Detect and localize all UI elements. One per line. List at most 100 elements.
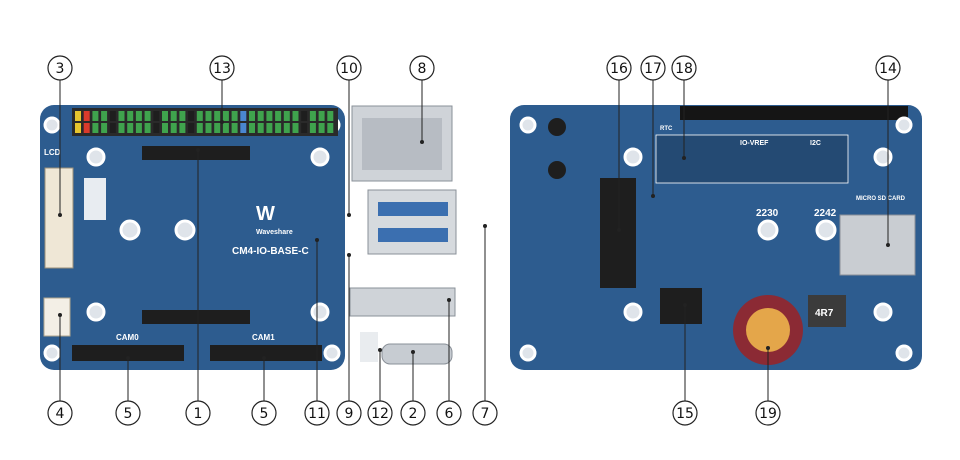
hdmi0-label: HDMI0 [412, 273, 437, 282]
capacitor-2 [548, 161, 566, 179]
gpio-pin [92, 111, 99, 121]
gpio-pin [249, 111, 255, 121]
callout-leader-dot [58, 213, 62, 217]
callout-number: 2 [409, 406, 418, 422]
callout-leaders [59, 80, 889, 401]
callout-leader-dot [126, 356, 130, 360]
usb-c-port [381, 343, 453, 365]
callout-circle [875, 55, 901, 81]
callout-number: 7 [481, 406, 490, 422]
i2c-label: I2C [810, 140, 821, 147]
gpio-pin [144, 111, 151, 121]
gpio-pin [83, 123, 90, 133]
callout-number: 1 [194, 406, 203, 422]
model-label: CM4-IO-BASE-C [232, 246, 309, 257]
gpio-pin [205, 123, 212, 133]
callout-circle [336, 55, 362, 81]
gpio-pin [127, 123, 134, 133]
callout-leader-dot [196, 148, 200, 152]
cm4-connector-top [142, 146, 250, 160]
gpio-pin [118, 123, 125, 133]
size-2230-label: 2230 [756, 208, 779, 219]
gpio-pin [240, 123, 247, 133]
micro-sd-slot [839, 214, 916, 276]
callout-number: 18 [675, 61, 693, 77]
gpio-pin [170, 111, 177, 121]
fan-connector [43, 297, 71, 337]
gpio-pin [188, 123, 195, 133]
gpio-pin [283, 123, 290, 133]
callout-leader-dot [262, 356, 266, 360]
gpio-pin [196, 111, 203, 121]
gpio-pin [179, 111, 186, 121]
gpio-pin [275, 123, 282, 133]
callout-number: 9 [345, 406, 354, 422]
callout-number: 11 [308, 406, 326, 422]
m2-slot [600, 178, 636, 288]
mounting-holes-front [43, 116, 341, 362]
usb-label: USB [420, 333, 437, 342]
gpio-pin [301, 111, 308, 121]
gpio-pin [301, 123, 308, 133]
gpio-pin [109, 123, 116, 133]
hdmi-port [349, 287, 456, 317]
callout-circle [367, 400, 393, 426]
callout-leader-dot [58, 313, 62, 317]
gpio-pin [214, 123, 221, 133]
gpio-pin [249, 123, 255, 133]
cam1-label: CAM1 [252, 333, 275, 342]
gpio-pin [92, 123, 99, 133]
inductor [808, 295, 846, 327]
callout-number: 4 [56, 406, 65, 422]
callout-circle [672, 400, 698, 426]
cam0-label: CAM0 [116, 333, 139, 342]
callout-circle [472, 400, 498, 426]
lcd-connector [44, 167, 74, 269]
boot-label: BOOT [380, 331, 398, 337]
callout-circle [400, 400, 426, 426]
callout-circle [209, 55, 235, 81]
mounting-holes-back [519, 116, 913, 362]
size-2242-label: 2242 [814, 208, 837, 219]
rtc-battery-contact [746, 308, 790, 352]
callout-number: 10 [340, 61, 358, 77]
callout-circle [304, 400, 330, 426]
gpio-pin [162, 123, 168, 133]
gpio-pin [292, 123, 299, 133]
gpio-pin [327, 111, 334, 121]
gpio-pin [162, 111, 168, 121]
callout-number: 5 [260, 406, 269, 422]
gpio-pin [101, 111, 108, 121]
gpio-pin [188, 111, 195, 121]
gpio-pin [144, 123, 151, 133]
callout-leader-dot [886, 243, 890, 247]
gpio-pin [283, 111, 290, 121]
callout-circle [671, 55, 697, 81]
callout-leader-dot [766, 346, 770, 350]
gpio-pin [222, 123, 229, 133]
gpio-pin [266, 123, 273, 133]
gpio-pin [266, 111, 273, 121]
gpio-pin [127, 111, 134, 121]
callout-number: 19 [759, 406, 777, 422]
gpio-pin [257, 123, 264, 133]
callout-leader-dot [411, 350, 415, 354]
front-board: LCD CAM0 CAM1 W Waveshare CM4-IO-BASE-C … [40, 105, 457, 370]
gpio-pin [205, 111, 212, 121]
callout-number: 12 [371, 406, 389, 422]
ic-chip [660, 288, 702, 324]
cm4-connector-bottom [142, 310, 250, 324]
gpio-pin [240, 111, 247, 121]
callout-number: 17 [644, 61, 662, 77]
gpio-pin [292, 111, 299, 121]
callout-leader-dot [378, 348, 382, 352]
callout-leader-dot [347, 253, 351, 257]
boot-switch [360, 332, 378, 362]
waveshare-logo-mark: W [256, 203, 275, 225]
gpio-pin [214, 111, 221, 121]
usb-port-bottom [378, 228, 448, 242]
callout-number: 15 [676, 406, 694, 422]
config-jumper-table [655, 134, 849, 184]
callout-leader-dot [447, 298, 451, 302]
